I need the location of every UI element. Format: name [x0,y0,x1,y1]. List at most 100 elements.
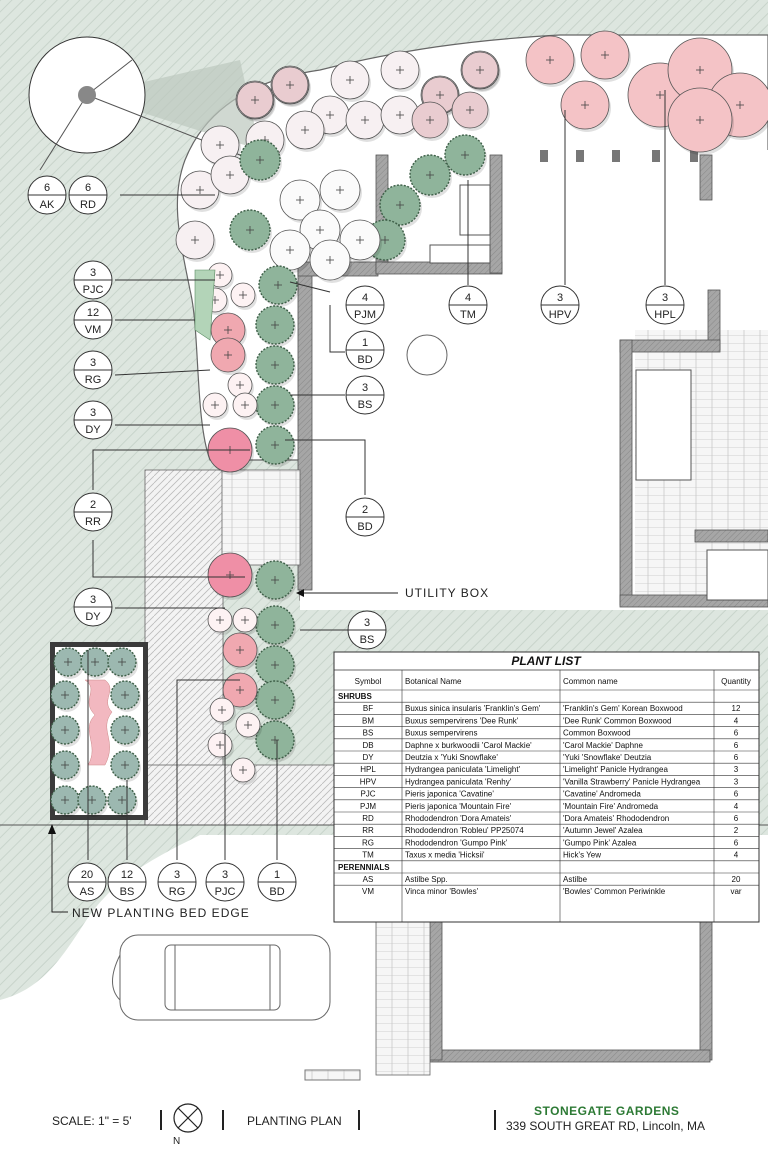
plant-list-cell: 'Carol Mackie' Daphne [563,741,644,750]
callout-quantity: 3 [90,407,96,419]
plant-list-cell: 'Franklin's Gem' Korean Boxwood [563,704,683,713]
callout-quantity: 3 [174,869,180,881]
astilbe-plant [50,680,81,712]
divider [222,1110,224,1130]
yew-shrub [229,209,272,253]
plant-list-cell: 4 [734,851,739,860]
plant-list-cell: TM [362,851,374,860]
utility-round [406,334,448,376]
callout-tag: 6AK [27,175,67,215]
callout-tag: 4TM [448,285,488,325]
boxwood-shrub [255,645,296,687]
house-walls [297,154,768,1063]
plant-list-cell: 3 [734,777,739,786]
leader-line [92,449,250,490]
plant-list-cell: HPL [360,765,376,774]
plant-list-cell: 'Yuki 'Snowflake' Deutzia [563,753,652,762]
callout-quantity: 3 [362,382,368,394]
callout-symbol: BS [358,399,373,411]
callout-tag: 3DY [73,400,113,440]
threshold [304,1069,361,1081]
yew-shrub [409,154,452,198]
astilbe-plant [50,785,81,817]
callout-tag: 3BS [347,610,387,650]
fireplace-block [635,369,692,481]
pieris-shrub [209,697,236,725]
plant-list-frame [333,651,760,923]
callout-tag: 3DY [73,587,113,627]
astilbe-plant [77,785,108,817]
plant-list-cell: 6 [734,790,739,799]
callout-tag: 6RD [68,175,108,215]
plant-list-cell: Hick's Yew [563,851,601,860]
plant-list-cell: 'Bowles' Common Periwinkle [563,887,666,896]
callout-symbol: PJC [83,284,104,296]
callout-quantity: 3 [90,267,96,279]
andromeda-shrub [269,229,312,273]
callout-symbol: RR [85,516,101,528]
plant-list-cell: AS [363,875,374,884]
yew-shrub [444,134,487,178]
callout-tags: 6AK6RD3PJC12VM3RG3DY2RR3DY4PJM1BD3BS2BD3… [27,175,685,902]
astilbe-plant [110,750,141,782]
callout-symbol: DY [85,611,101,623]
plant-list-cell: DB [362,741,373,750]
plant-list-cell: 'Dora Amateis' Rhododendron [563,814,669,823]
paver-path [221,469,301,566]
pieris-shrub [232,607,259,635]
pieris-shrub [235,712,262,740]
astilbe-plant [107,647,138,679]
plant-list-cell: RG [362,838,374,847]
hydrangea-shrub [667,87,734,155]
plant-list-cell: 3 [734,765,739,774]
bed-edge-label: NEW PLANTING BED EDGE [72,906,250,920]
callout-quantity: 1 [362,337,368,349]
callout-tag: 2RR [73,492,113,532]
astilbe-plant [53,647,84,679]
vinca-area [84,679,113,766]
utility-box-arrow [296,589,304,597]
boxwood-shrub [258,265,299,307]
plant-list-cell: 'Vanilla Strawberry' Panicle Hydrangea [563,777,701,786]
plant-list-cell: Astilbe Spp. [405,875,448,884]
plant-list-cell: DY [362,753,374,762]
pieris-shrub [230,282,257,310]
boxwood-shrub [255,345,296,387]
bed-edge-arrow [48,824,56,834]
plant-list-cell: 'Autumn Jewel' Azalea [563,826,643,835]
callout-symbol: RG [85,374,102,386]
pieris-shrub [207,732,234,760]
yew-shrub [379,184,422,228]
callout-quantity: 12 [121,869,133,881]
callout-symbol: BD [269,886,284,898]
plant-list-cell: 'Limelight' Panicle Hydrangea [563,765,668,774]
callout-quantity: 12 [87,307,99,319]
step-block [459,184,491,236]
leader-line [92,540,245,578]
callout-symbol: AS [80,886,95,898]
callout-symbol: VM [85,324,102,336]
plant-list-cell: Rhododendron 'Gumpo Pink' [405,838,508,847]
callout-quantity: 3 [222,869,228,881]
north-arrow-icon [173,1103,203,1133]
rhododendron-shrub [236,81,275,121]
terrace-piers [540,150,698,162]
plant-list-header: Symbol [355,677,382,686]
andromeda-shrub [339,219,382,263]
divider [494,1110,496,1130]
north-label: N [173,1136,181,1147]
plant-list-cell: 'Dee Runk' Common Boxwood [563,716,671,725]
pieris-shrub [230,757,257,785]
leader-lines [87,90,666,860]
plant-list-cell: 'Gumpo Pink' Azalea [563,838,637,847]
callout-symbol: DY [85,424,101,436]
azalea-shrub [222,672,259,710]
deutzia-shrub [175,220,216,262]
rhododendron-shrub [461,51,500,91]
callout-symbol: AK [40,199,55,211]
